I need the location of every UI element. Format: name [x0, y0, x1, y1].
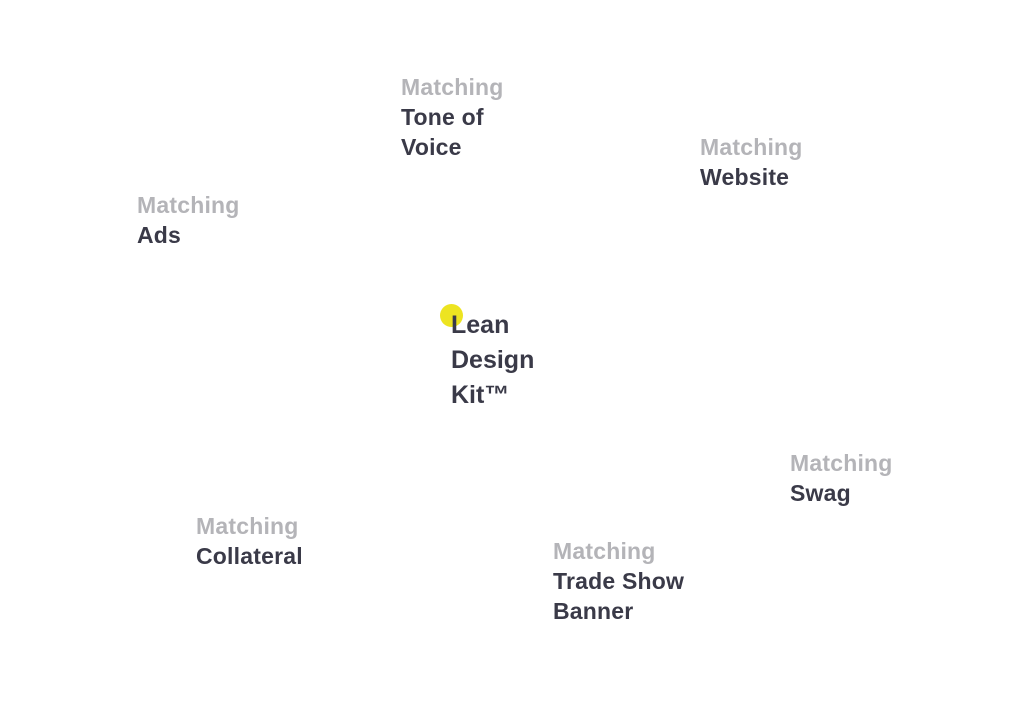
node-label-line: Collateral — [196, 543, 303, 569]
node-prefix: Matching — [137, 192, 240, 218]
node-tone-of-voice: Matching Tone of Voice — [401, 72, 504, 162]
center-title: Lean Design Kit™ — [451, 308, 534, 413]
node-collateral: Matching Collateral — [196, 511, 303, 571]
node-website: Matching Website — [700, 132, 803, 192]
node-label-line: Trade Show — [553, 568, 685, 594]
accent-dot — [440, 304, 463, 327]
node-ads: Matching Ads — [137, 190, 240, 250]
node-label-line: Voice — [401, 134, 462, 160]
node-label-line: Ads — [137, 222, 182, 248]
node-prefix: Matching — [700, 134, 803, 160]
node-prefix: Matching — [553, 538, 656, 564]
node-prefix: Matching — [196, 513, 299, 539]
node-swag: Matching Swag — [790, 448, 893, 508]
center-title-line: Design — [451, 346, 535, 374]
node-prefix: Matching — [401, 74, 504, 100]
node-label-line: Banner — [553, 598, 634, 624]
center-title-line: Lean — [451, 311, 510, 339]
center-title-line: Kit™ — [451, 381, 510, 409]
node-trade-show-banner: Matching Trade Show Banner — [553, 536, 684, 626]
node-label-line: Swag — [790, 480, 851, 506]
node-label-line: Tone of — [401, 104, 484, 130]
node-prefix: Matching — [790, 450, 893, 476]
node-label-line: Website — [700, 164, 790, 190]
